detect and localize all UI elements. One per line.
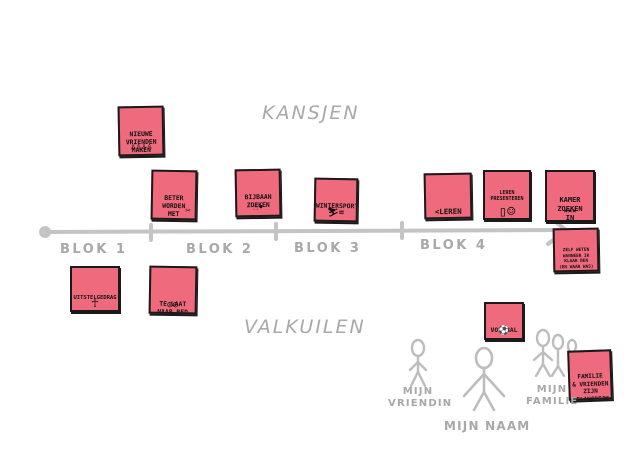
note-football[interactable]: VOETBAL ⚽	[484, 302, 524, 340]
snowboard-icon: ⛷=	[327, 207, 345, 219]
timeline	[43, 214, 570, 246]
heading-pitfalls: VALKUILEN	[244, 316, 366, 338]
football-icon: ⚽	[498, 326, 510, 336]
timeline-block-label: BLOK 4	[420, 238, 488, 253]
label-my-name: MIJN NAAM	[444, 419, 531, 433]
note-know-when-ready[interactable]: ZELF WETEN WANNEER IK KLAAR BEN (EN WAAR…	[552, 227, 600, 273]
note-learn-coding[interactable]: <LEREN CODEREN/>	[423, 172, 473, 220]
note-learn-presenting[interactable]: LEREN PRESENTEREN ▯☺	[483, 170, 531, 220]
note-label: KAMER ZOEKEN IN	[557, 196, 583, 222]
tired-eyes-icon: ◎◎	[167, 299, 179, 311]
timeline-block-label: BLOK 3	[294, 241, 362, 256]
note-label: UITSTELGEDRAG	[73, 295, 117, 301]
note-side-job[interactable]: BIJBAAN ZOEKEN ☝•	[234, 168, 282, 218]
note-label: <LEREN CODEREN/>	[428, 206, 468, 220]
stick-figure-icon: ☥	[91, 296, 99, 310]
xxx-icon: ×××	[563, 207, 577, 215]
note-label: LEREN PRESENTEREN	[490, 190, 524, 202]
people-icon: ♙♙♙♙	[130, 141, 153, 153]
hand-coin-icon: ☝•	[252, 202, 264, 214]
note-procrastination[interactable]: UITSTELGEDRAG ☥	[70, 266, 120, 312]
note-new-friends[interactable]: NIEUWE VRIENDEN MAKEN ♙♙♙♙	[117, 105, 165, 157]
timeline-block-label: BLOK 2	[186, 242, 254, 257]
timeline-line	[43, 228, 567, 234]
timeline-start-dot	[39, 226, 51, 238]
label-my-friend: MIJN VRIENDIN	[388, 386, 453, 409]
label-my-family: MIJN FAMILIE	[526, 384, 579, 407]
note-better-with-tools[interactable]: BETER WORDEN MET TOOLS ✂	[150, 169, 198, 221]
person-friend-icon	[408, 338, 428, 388]
people-family-icon	[532, 328, 578, 378]
note-wintersport[interactable]: WINTERSPORT ⛷=	[313, 177, 359, 223]
note-label: VOETBAL	[490, 326, 518, 334]
note-find-room[interactable]: KAMER ZOEKEN IN ×××	[545, 170, 595, 222]
person-me-icon	[462, 346, 506, 412]
heading-opportunities: KANSJEN	[262, 102, 360, 124]
timeline-block-label: BLOK 1	[60, 242, 128, 257]
note-label: ZELF WETEN WANNEER IK KLAAR BEN (EN WAAR…	[559, 247, 594, 271]
presenter-icon: ▯☺	[498, 204, 516, 220]
note-late-to-bed[interactable]: TE LAAT NAAR BED ◎◎	[148, 265, 198, 315]
tools-icon: ✂	[185, 206, 191, 217]
